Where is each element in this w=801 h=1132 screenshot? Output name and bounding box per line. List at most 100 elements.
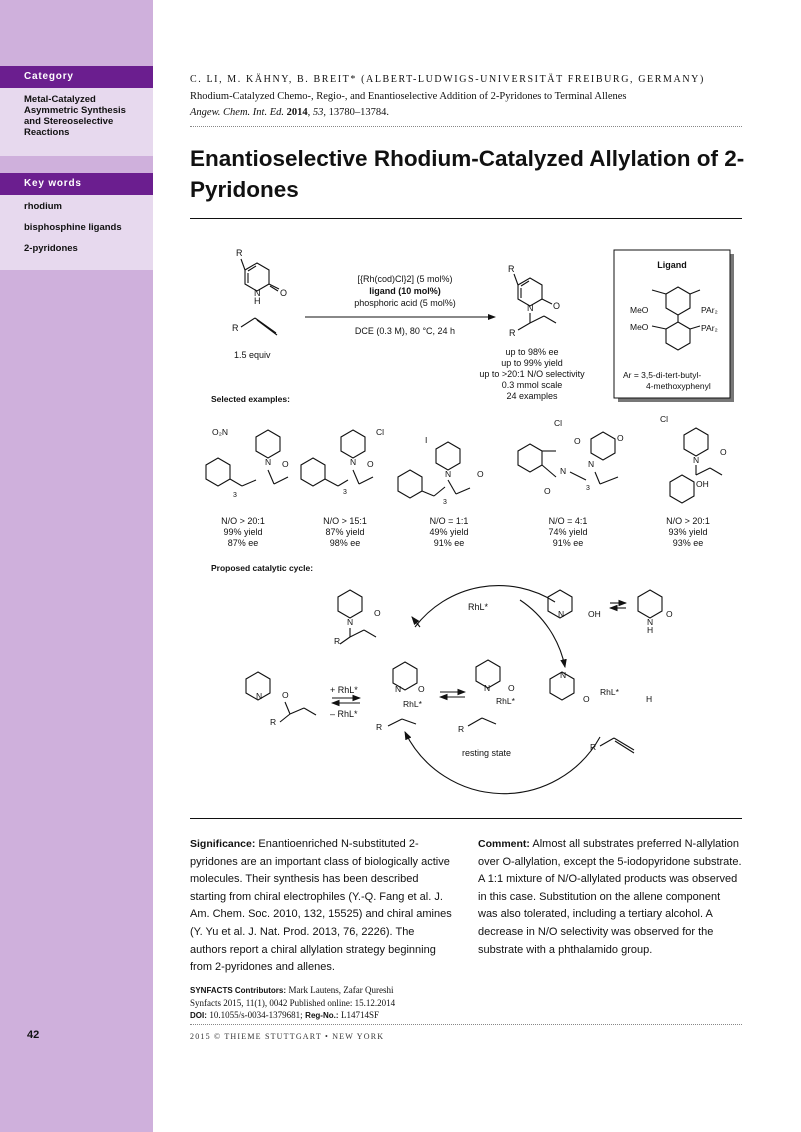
svg-text:O: O bbox=[544, 486, 551, 496]
ligand-ar-line1: Ar = 3,5-di-tert-butyl- bbox=[623, 370, 701, 380]
allene-reactant: R bbox=[232, 317, 278, 336]
condition-acid: phosphoric acid (5 mol%) bbox=[354, 298, 456, 308]
result-yield: up to 99% yield bbox=[501, 358, 563, 368]
svg-text:O: O bbox=[666, 609, 673, 619]
ligand-box: Ligand MeO MeO PAr₂ PAr₂ Ar = 3,5-di-ter… bbox=[613, 249, 734, 402]
svg-text:O₂N: O₂N bbox=[212, 427, 228, 437]
cycle-resting-state: resting state bbox=[462, 748, 511, 758]
keyword: rhodium bbox=[24, 201, 62, 212]
svg-text:N: N bbox=[395, 684, 401, 694]
contributors-names: Mark Lautens, Zafar Qureshi bbox=[288, 985, 394, 995]
example-structure-5: Cl NO OH bbox=[660, 414, 727, 504]
category-value: Metal-Catalyzed Asymmetric Synthesis and… bbox=[24, 94, 126, 138]
catalytic-cycle-label: Proposed catalytic cycle: bbox=[211, 563, 313, 573]
comment-label: Comment: bbox=[478, 838, 530, 850]
journal-reference: Angew. Chem. Int. Ed. 2014, 53, 13780–13… bbox=[190, 107, 389, 118]
svg-text:N: N bbox=[347, 617, 353, 627]
svg-text:O: O bbox=[282, 459, 289, 469]
svg-text:R: R bbox=[458, 724, 464, 734]
example-4-yield: 74% yield bbox=[548, 527, 587, 537]
svg-text:O: O bbox=[553, 301, 560, 311]
svg-text:N: N bbox=[527, 303, 534, 313]
example-4-no: N/O = 4:1 bbox=[549, 516, 588, 526]
svg-text:O: O bbox=[508, 683, 515, 693]
result-selectivity: up to >20:1 N/O selectivity bbox=[479, 369, 585, 379]
comment-column: Comment: Almost all substrates preferred… bbox=[478, 836, 742, 959]
keyword: bisphosphine ligands bbox=[24, 222, 122, 233]
journal-volume: 53 bbox=[312, 107, 324, 118]
copyright: 2015 © THIEME STUTTGART • NEW YORK bbox=[190, 1032, 385, 1041]
regno-label: Reg-No.: bbox=[305, 1011, 339, 1020]
svg-text:O: O bbox=[477, 469, 484, 479]
significance-column: Significance: Enantioenriched N-substitu… bbox=[190, 836, 454, 977]
svg-text:PAr₂: PAr₂ bbox=[701, 305, 718, 315]
svg-text:R: R bbox=[376, 722, 382, 732]
category-heading: Category bbox=[0, 66, 153, 88]
example-3-ee: 91% ee bbox=[434, 538, 465, 548]
svg-text:I: I bbox=[425, 435, 427, 445]
svg-text:R: R bbox=[232, 323, 239, 333]
selected-examples-label: Selected examples: bbox=[211, 394, 290, 404]
page-number: 42 bbox=[27, 1029, 40, 1041]
page-title: Enantioselective Rhodium-Catalyzed Allyl… bbox=[190, 146, 745, 202]
regno-value: L14714SF bbox=[341, 1010, 380, 1020]
svg-text:N: N bbox=[350, 457, 356, 467]
example-1-no: N/O > 20:1 bbox=[221, 516, 265, 526]
svg-text:O: O bbox=[367, 459, 374, 469]
svg-text:N: N bbox=[484, 683, 490, 693]
svg-text:Cl: Cl bbox=[554, 418, 562, 428]
category-panel: Metal-Catalyzed Asymmetric Synthesis and… bbox=[0, 88, 153, 156]
cycle-rhl-complex1: RhL* bbox=[403, 699, 423, 709]
svg-text:O: O bbox=[720, 447, 727, 457]
cycle-plus-rhl: + RhL* bbox=[330, 685, 358, 695]
svg-text:O: O bbox=[280, 288, 287, 298]
example-3-yield: 49% yield bbox=[429, 527, 468, 537]
example-5-no: N/O > 20:1 bbox=[666, 516, 710, 526]
title-rule bbox=[190, 218, 742, 219]
svg-text:O: O bbox=[574, 436, 581, 446]
svg-text:OH: OH bbox=[696, 479, 709, 489]
product-structure: R N O R bbox=[508, 264, 560, 338]
doi-label: DOI: bbox=[190, 1011, 207, 1020]
svg-text:N: N bbox=[560, 670, 566, 680]
keywords-heading: Key words bbox=[0, 173, 153, 195]
result-examples: 24 examples bbox=[506, 391, 558, 401]
significance-label: Significance: bbox=[190, 838, 256, 850]
example-4-ee: 91% ee bbox=[553, 538, 584, 548]
example-3-no: N/O = 1:1 bbox=[430, 516, 469, 526]
result-ee: up to 98% ee bbox=[505, 347, 558, 357]
journal-pages: , 13780–13784. bbox=[323, 107, 389, 118]
reaction-scheme: R N H O R 1.5 equiv [{Rh(cod)Cl}2] (5 mo… bbox=[205, 248, 734, 795]
svg-text:O: O bbox=[374, 608, 381, 618]
svg-text:N: N bbox=[445, 469, 451, 479]
keyword: 2-pyridones bbox=[24, 243, 78, 254]
pyridone-reactant: R N H O bbox=[236, 248, 287, 306]
svg-text:R: R bbox=[509, 328, 516, 338]
svg-text:MeO: MeO bbox=[630, 322, 649, 332]
cycle-rhl-hydride: RhL* bbox=[600, 687, 620, 697]
ligand-ar-line2: 4-methoxyphenyl bbox=[646, 381, 711, 391]
condition-catalyst: [{Rh(cod)Cl}2] (5 mol%) bbox=[357, 274, 452, 284]
ligand-title: Ligand bbox=[657, 260, 687, 270]
svg-text:O: O bbox=[617, 433, 624, 443]
svg-text:H: H bbox=[254, 296, 261, 306]
condition-ligand: ligand (10 mol%) bbox=[369, 286, 441, 296]
svg-text:N: N bbox=[265, 457, 271, 467]
example-2-no: N/O > 15:1 bbox=[323, 516, 367, 526]
contributors-block: SYNFACTS Contributors: Mark Lautens, Zaf… bbox=[190, 984, 395, 1022]
contributors-label: SYNFACTS Contributors: bbox=[190, 986, 286, 995]
sidebar: Category Metal-Catalyzed Asymmetric Synt… bbox=[0, 0, 153, 1132]
example-5-ee: 93% ee bbox=[673, 538, 704, 548]
comment-text: Almost all substrates preferred N-allyla… bbox=[478, 838, 742, 956]
example-2-yield: 87% yield bbox=[325, 527, 364, 537]
svg-text:H: H bbox=[647, 625, 653, 635]
svg-text:3: 3 bbox=[586, 485, 590, 492]
svg-text:N: N bbox=[256, 691, 262, 701]
svg-text:3: 3 bbox=[343, 489, 347, 496]
allene-equiv: 1.5 equiv bbox=[234, 350, 271, 360]
doi-value: 10.1055/s-0034-1379681; bbox=[209, 1010, 303, 1020]
svg-text:R: R bbox=[236, 248, 243, 258]
